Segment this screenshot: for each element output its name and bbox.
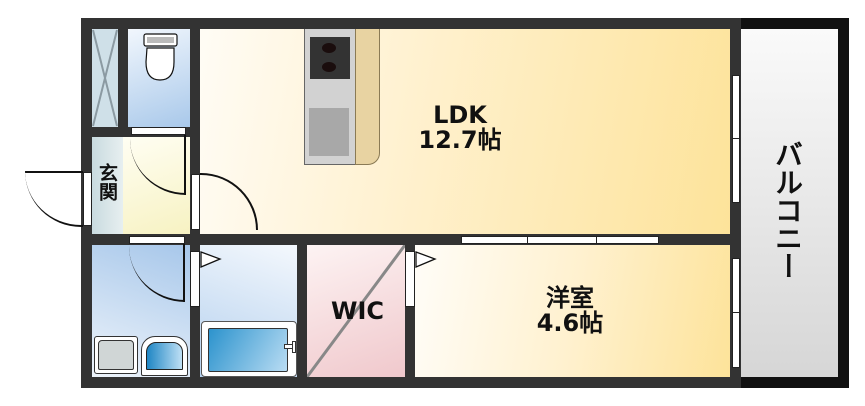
bathroom-door[interactable] xyxy=(190,251,200,307)
wall-balcony-side xyxy=(730,18,741,388)
bathroom-door-arrow xyxy=(200,251,222,268)
wall-wic-western xyxy=(405,234,415,388)
toilet-door-frame[interactable] xyxy=(131,127,186,135)
western-room xyxy=(415,245,730,377)
western-window-2[interactable] xyxy=(732,312,740,368)
ldk-name: LDK xyxy=(433,101,487,129)
western-name: 洋室 xyxy=(546,284,594,312)
balcony-name: バルコニー xyxy=(771,140,804,280)
ldk-size: 12.7帖 xyxy=(418,126,502,155)
ldk-room xyxy=(200,28,730,235)
western-size: 4.6帖 xyxy=(536,309,604,338)
outer-wall-top xyxy=(81,18,741,29)
sliding-door-3[interactable] xyxy=(596,236,659,244)
bathtub-icon xyxy=(201,321,297,377)
wic-diagonal xyxy=(307,245,405,377)
wic-name: WIC xyxy=(330,297,384,325)
toilet-icon xyxy=(143,33,178,81)
entrance-label: 玄関 xyxy=(92,163,122,201)
ldk-door-frame[interactable] xyxy=(191,174,200,230)
washing-machine-icon xyxy=(94,336,138,374)
wash-basin-icon xyxy=(141,336,188,376)
faucet-handle xyxy=(292,341,296,353)
western-room-door[interactable] xyxy=(405,251,415,307)
western-label: 洋室 4.6帖 xyxy=(520,284,620,338)
storage-x-mark xyxy=(92,29,118,127)
balcony-wall-right xyxy=(838,18,849,388)
sliding-door-2[interactable] xyxy=(527,236,597,244)
balcony-wall-bottom xyxy=(741,377,849,388)
entrance-door-swing[interactable] xyxy=(25,171,83,227)
wall-bath-wic xyxy=(297,234,307,388)
western-door-arrow xyxy=(415,251,437,268)
balcony-label: バルコニー xyxy=(770,140,804,280)
balcony xyxy=(741,28,838,377)
entrance-door-frame[interactable] xyxy=(83,172,92,226)
ldk-window-1[interactable] xyxy=(732,75,740,140)
ldk-window-2[interactable] xyxy=(732,138,740,203)
balcony-wall-top xyxy=(741,18,849,29)
sliding-door-1[interactable] xyxy=(461,236,528,244)
ldk-label: LDK 12.7帖 xyxy=(400,101,520,155)
wall-storage-toilet xyxy=(118,18,128,128)
entrance-floor xyxy=(91,137,123,234)
entrance-label-text: 玄関 xyxy=(96,163,118,201)
kitchen-bar-counter xyxy=(355,28,380,165)
wic-label: WIC xyxy=(315,297,400,325)
western-window-1[interactable] xyxy=(732,258,740,314)
sink-icon xyxy=(309,108,349,156)
washroom-door-frame[interactable] xyxy=(129,236,185,244)
stove-icon xyxy=(310,37,350,79)
